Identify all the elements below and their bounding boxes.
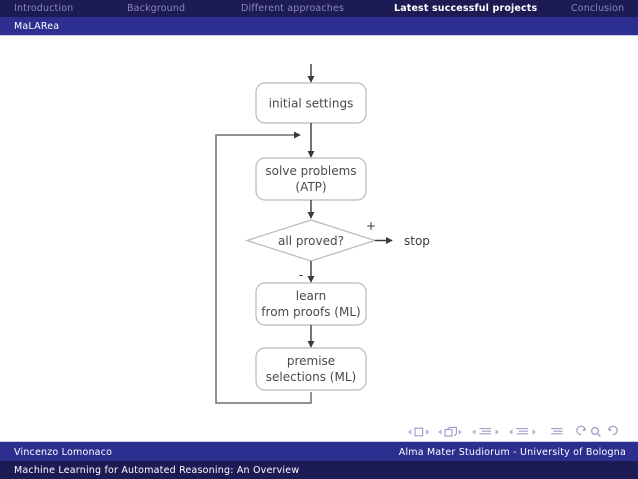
node-solve-problems-label-line1: solve problems (265, 164, 356, 178)
footer-talk-title: Machine Learning for Automated Reasoning… (14, 465, 300, 476)
nav-forward-icon (608, 425, 618, 436)
edge-label-no: - (299, 268, 303, 282)
slide-subtitle: MaLARea (14, 20, 60, 32)
footer-institution: Alma Mater Studiorum - University of Bol… (398, 447, 626, 458)
edge-feedback-loop (215, 131, 312, 404)
edge-decision-yes-to-stop: + (366, 219, 393, 245)
node-initial-settings: initial settings (255, 82, 367, 124)
node-solve-problems-label-line2: (ATP) (295, 180, 326, 194)
node-initial-settings-label: initial settings (269, 97, 354, 111)
nav-section-background[interactable]: Background (127, 3, 186, 14)
nav-section-different-approaches[interactable]: Different approaches (241, 3, 345, 14)
nav-document-icon (551, 428, 563, 435)
subsection-bar: MaLARea (0, 17, 638, 35)
nav-slide-icon (408, 427, 430, 437)
node-solve-problems: solve problems (ATP) (255, 157, 367, 201)
node-all-proved-label: all proved? (278, 234, 344, 248)
node-premise-selections-label-line1: premise (287, 354, 335, 368)
node-stop: stop (404, 234, 430, 248)
nav-back-icon (576, 425, 586, 436)
nav-section-icon (509, 428, 536, 435)
slide-content: initial settings solve problems (ATP) (0, 36, 638, 418)
nav-section-conclusion[interactable]: Conclusion (571, 3, 625, 14)
beamer-navigation-symbols[interactable] (405, 424, 631, 440)
node-all-proved-decision: all proved? (245, 219, 377, 262)
node-stop-label: stop (404, 234, 430, 248)
footer-bar-lower (0, 461, 638, 479)
footer-author: Vincenzo Lomonaco (14, 447, 113, 458)
node-learn-from-proofs-label-line2: from proofs (ML) (261, 305, 360, 319)
flowchart-canvas: initial settings solve problems (ATP) (0, 36, 638, 418)
nav-section-introduction[interactable]: Introduction (14, 3, 74, 14)
node-learn-from-proofs: learn from proofs (ML) (255, 282, 367, 326)
nav-subsection-icon (472, 428, 499, 435)
footer-divider (0, 441, 638, 442)
node-learn-from-proofs-label-line1: learn (296, 289, 326, 303)
nav-section-latest-successful-projects[interactable]: Latest successful projects (394, 3, 538, 14)
edge-label-yes: + (366, 219, 376, 233)
node-premise-selections-label-line2: selections (ML) (266, 370, 356, 384)
node-premise-selections: premise selections (ML) (255, 347, 367, 391)
navigation-header-bar: Introduction Background Different approa… (0, 0, 638, 17)
nav-search-icon (591, 426, 601, 437)
nav-frame-icon (438, 426, 462, 437)
edge-decision-no-to-learn: - (299, 261, 315, 283)
header-divider (0, 35, 638, 36)
footer-bar-upper (0, 442, 638, 461)
